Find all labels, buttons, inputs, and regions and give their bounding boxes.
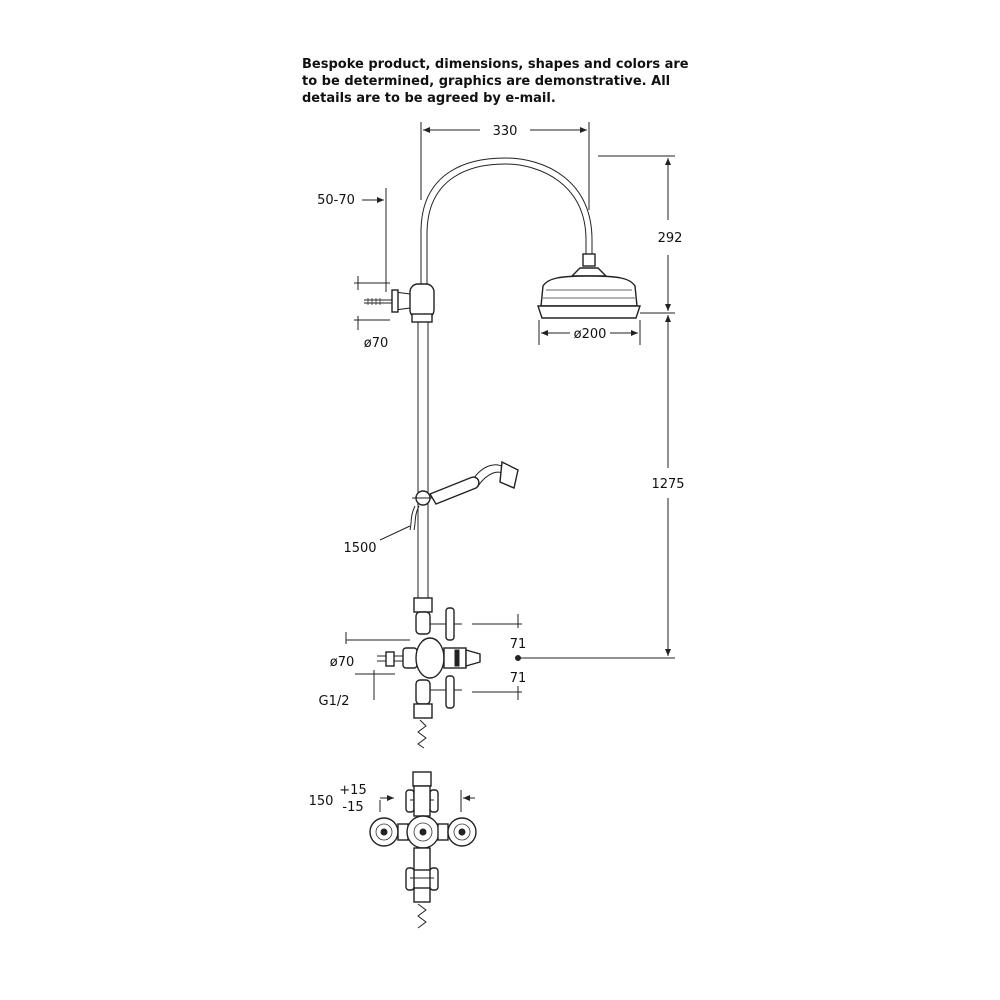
shower-riser-assembly [417,157,593,600]
dim-handle-offsets: 71 71 [472,614,526,700]
dim-wall-offset: 50-70 [317,188,387,292]
dim-valve-diameter-label: ø70 [330,655,355,670]
note-line-3: details are to be agreed by e-mail. [302,91,556,106]
dim-handle-offset-bottom-label: 71 [510,671,527,686]
dim-handle-offset-top-label: 71 [510,637,527,652]
dim-width-arm-label: 330 [493,124,518,139]
dim-tol-plus-label: +15 [339,783,366,798]
dim-top-bracket-label: ø70 [364,336,389,351]
dim-centres-label: 150 [309,794,334,809]
shower-head [537,253,641,319]
dim-top-bracket: ø70 [354,276,390,351]
dim-connection-label: G1/2 [319,694,350,709]
note-line-1: Bespoke product, dimensions, shapes and … [302,57,689,72]
dim-centres: 150 +15 -15 [309,783,475,815]
dim-hose-length-label: 1500 [343,541,376,556]
dim-hose-length: 1500 [343,525,411,556]
note-line-2: to be determined, graphics are demonstra… [302,74,671,89]
top-wall-bracket [364,283,435,323]
dim-wall-offset-label: 50-70 [317,193,355,208]
dim-height-arm: 292 [598,155,683,314]
valve-plan-view [369,771,477,929]
thermostatic-valve [377,597,481,749]
dim-width-arm: 330 [420,122,590,210]
dim-tol-minus-label: -15 [342,800,363,815]
dim-valve: ø70 G1/2 [319,632,410,709]
dim-head-diameter: ø200 [538,320,641,345]
disclaimer-note: Bespoke product, dimensions, shapes and … [302,56,702,107]
hand-shower [409,460,519,531]
dim-riser-height-label: 1275 [651,477,684,492]
dim-head-diameter-label: ø200 [574,327,607,342]
dim-height-arm-label: 292 [658,231,683,246]
dim-riser-height: 1275 [515,315,685,661]
